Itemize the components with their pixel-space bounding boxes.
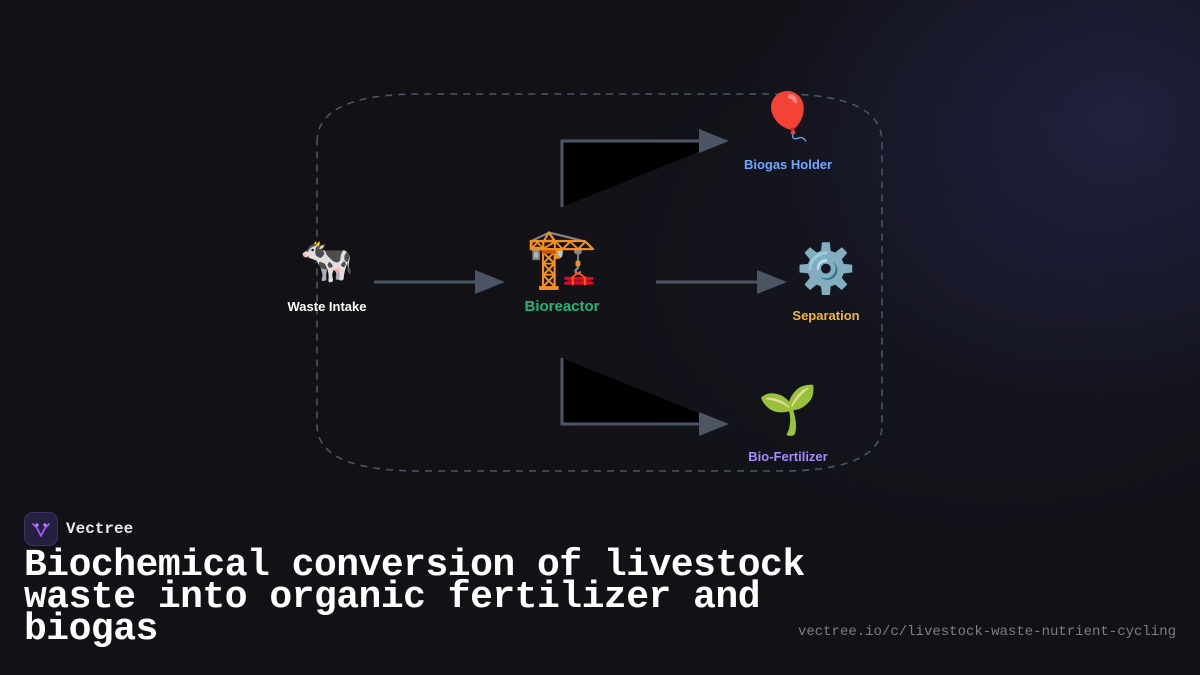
edge-bioreactor-to-biogas-holder: [560, 129, 729, 207]
node-label-bio-fertilizer: Bio-Fertilizer: [748, 449, 827, 464]
node-bioreactor: 🏗️ Bioreactor: [524, 224, 599, 315]
node-label-waste-intake: Waste Intake: [288, 299, 367, 314]
node-label-biogas-holder: Biogas Holder: [744, 157, 832, 172]
seedling-icon: 🌱: [758, 382, 818, 438]
page-title: Biochemical conversion of livestock wast…: [24, 544, 805, 651]
node-label-separation: Separation: [792, 308, 859, 323]
brand-name: Vectree: [66, 520, 134, 538]
node-biogas-holder: 🎈 Biogas Holder: [744, 88, 832, 172]
brand: Vectree: [24, 512, 133, 546]
source-url[interactable]: vectree.io/c/livestock-waste-nutrient-cy…: [797, 624, 1176, 640]
construction-crane-icon: 🏗️: [526, 224, 598, 292]
node-bio-fertilizer: 🌱 Bio-Fertilizer: [748, 382, 827, 464]
system-boundary: [316, 93, 883, 472]
edge-bioreactor-to-bio-fertilizer: [560, 358, 729, 436]
balloon-icon: 🎈: [759, 88, 816, 143]
cow-icon: 🐄: [300, 235, 355, 286]
gear-icon: ⚙️: [796, 241, 856, 297]
node-waste-intake: 🐄 Waste Intake: [288, 235, 367, 314]
vectree-logo-icon: [24, 512, 58, 546]
node-separation: ⚙️ Separation: [792, 241, 859, 323]
node-label-bioreactor: Bioreactor: [524, 298, 599, 315]
